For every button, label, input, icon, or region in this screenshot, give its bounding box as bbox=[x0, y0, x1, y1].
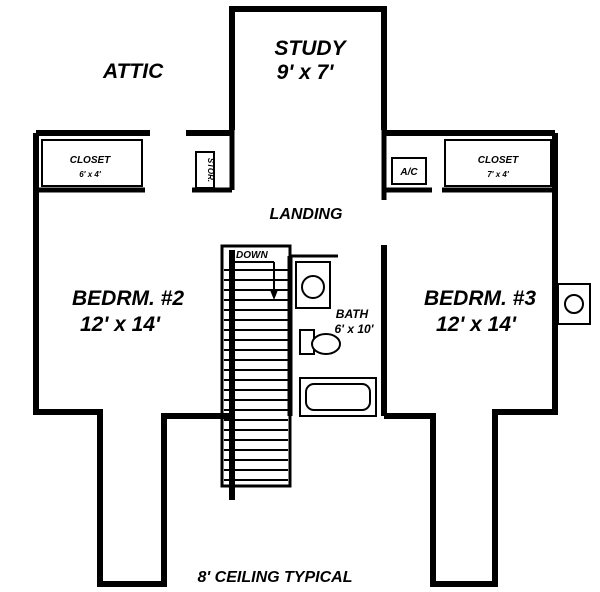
bath-name: BATH bbox=[336, 307, 369, 321]
ceiling-note: 8' CEILING TYPICAL bbox=[198, 569, 353, 586]
landing-label: LANDING bbox=[270, 206, 343, 223]
stor-label: STOR. bbox=[206, 158, 215, 182]
attic-label: ATTIC bbox=[102, 60, 164, 83]
closet-left-name: CLOSET bbox=[70, 155, 111, 166]
ac-label: A/C bbox=[399, 167, 418, 178]
bedroom3-size: 12' x 14' bbox=[436, 313, 517, 336]
inner-walls bbox=[36, 130, 555, 488]
fireplace bbox=[557, 283, 591, 325]
outer-walls bbox=[33, 6, 558, 587]
down-label: DOWN bbox=[236, 250, 268, 261]
closet-right-name: CLOSET bbox=[478, 155, 519, 166]
closet-right-size: 7' x 4' bbox=[487, 170, 510, 179]
down-arrow-icon bbox=[234, 261, 278, 300]
bedroom2-size: 12' x 14' bbox=[80, 313, 161, 336]
closet-left-size: 6' x 4' bbox=[79, 170, 102, 179]
study-name: STUDY bbox=[274, 37, 347, 60]
study-size: 9' x 7' bbox=[277, 61, 335, 84]
bath-fixtures bbox=[295, 261, 377, 417]
bedroom2-name: BEDRM. #2 bbox=[72, 287, 184, 310]
bath-size: 6' x 10' bbox=[334, 322, 374, 336]
bedroom3-name: BEDRM. #3 bbox=[424, 287, 536, 310]
